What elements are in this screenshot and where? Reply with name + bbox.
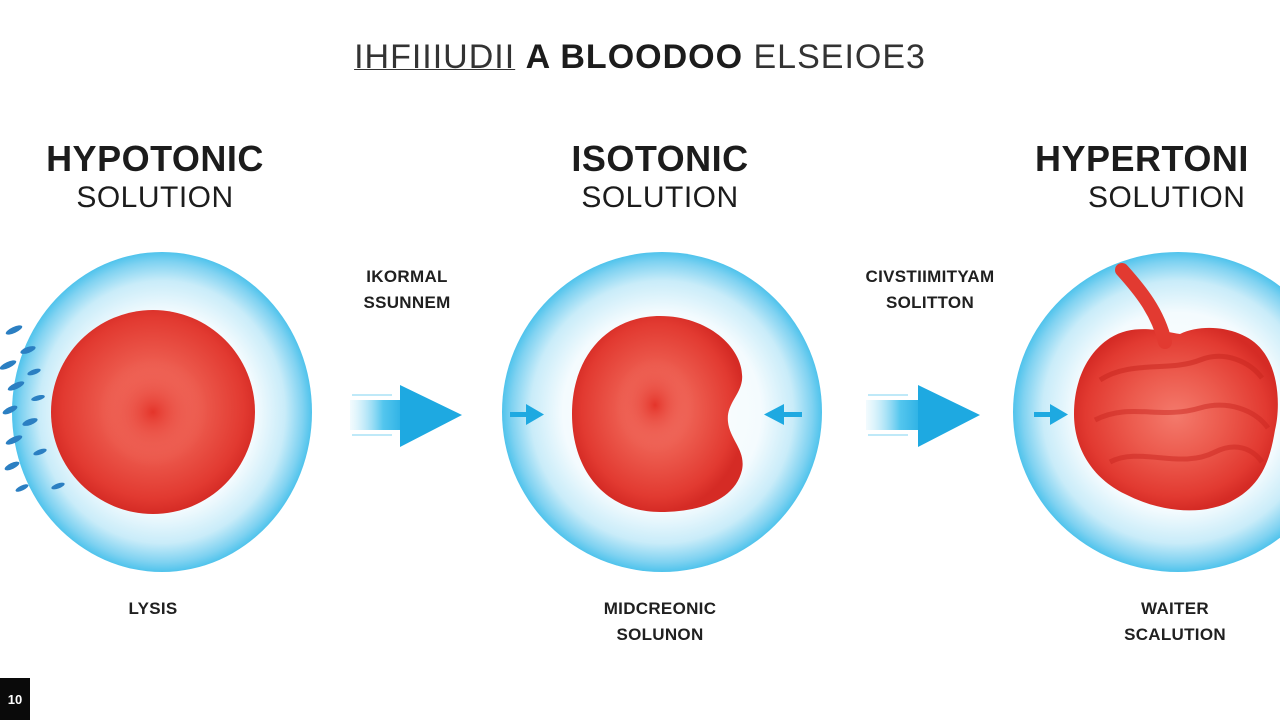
cell-center [615, 357, 695, 453]
arrow-label-line: SSUNNEM [363, 293, 451, 312]
panel-heading-title: ISOTONIC [571, 138, 749, 179]
bottom-label-line: SCALUTION [1124, 625, 1226, 644]
cell-center [98, 357, 208, 467]
title-main: A BLOODOO [525, 38, 744, 76]
right-arrow-icon [866, 385, 980, 447]
corner-badge: 10 [0, 678, 30, 720]
inward-arrow-left-icon [1034, 404, 1068, 425]
panel-heading-title: HYPERTONI [1035, 140, 1249, 179]
bottom-label-isotonic: MIDCREONIC SOLUNON [560, 596, 760, 648]
crenated-red-blood-cell [1074, 327, 1278, 511]
water-droplets-icon [0, 325, 65, 492]
arrow-label-line: CIVSTIIMITYAM [865, 267, 995, 286]
right-arrow-icon [350, 385, 462, 447]
bottom-label-line: LYSIS [128, 599, 178, 618]
cell-fold [1098, 353, 1264, 383]
bottom-label-line: SOLUNON [616, 625, 704, 644]
arrow-label-line: IKORMAL [366, 267, 448, 286]
panel-heading-hypertonic: HYPERTONI SOLUTION [1000, 140, 1280, 213]
cell-fold [1093, 402, 1271, 430]
bottom-label-hypertonic: WAITER SCALUTION [1075, 596, 1275, 648]
cell-stem [1115, 263, 1172, 349]
bottom-label-line: WAITER [1141, 599, 1209, 618]
cell-fold [1108, 444, 1265, 465]
inward-arrow-right-icon [764, 404, 802, 425]
inward-arrow-left-icon [510, 404, 544, 425]
panel-heading-title: HYPOTONIC [46, 138, 264, 179]
title-prefix: IHFIIIUDII [354, 38, 516, 76]
hypotonic-cell-group [0, 252, 312, 572]
isotonic-cell-group [502, 252, 822, 572]
arrow-label-line: SOLITTON [885, 293, 975, 312]
arrow-label-1: IKORMAL SSUNNEM [307, 264, 507, 316]
diagram-title: IHFIIIUDII A BLOODOO ELSEIOE3 [0, 38, 1280, 77]
panel-heading-subtitle: SOLUTION [76, 180, 234, 214]
panel-heading-subtitle: SOLUTION [581, 180, 739, 214]
arrow-label-2: CIVSTIIMITYAM SOLITTON [830, 264, 1030, 316]
title-suffix: ELSEIOE3 [753, 38, 926, 76]
hypertonic-cell-group [1013, 252, 1280, 572]
panel-heading-isotonic: ISOTONIC SOLUTION [480, 140, 840, 213]
panel-heading-subtitle: SOLUTION [1088, 180, 1246, 214]
panel-heading-hypotonic: HYPOTONIC SOLUTION [0, 140, 335, 213]
bottom-label-line: MIDCREONIC [603, 599, 717, 618]
bottom-label-hypotonic: LYSIS [53, 596, 253, 622]
